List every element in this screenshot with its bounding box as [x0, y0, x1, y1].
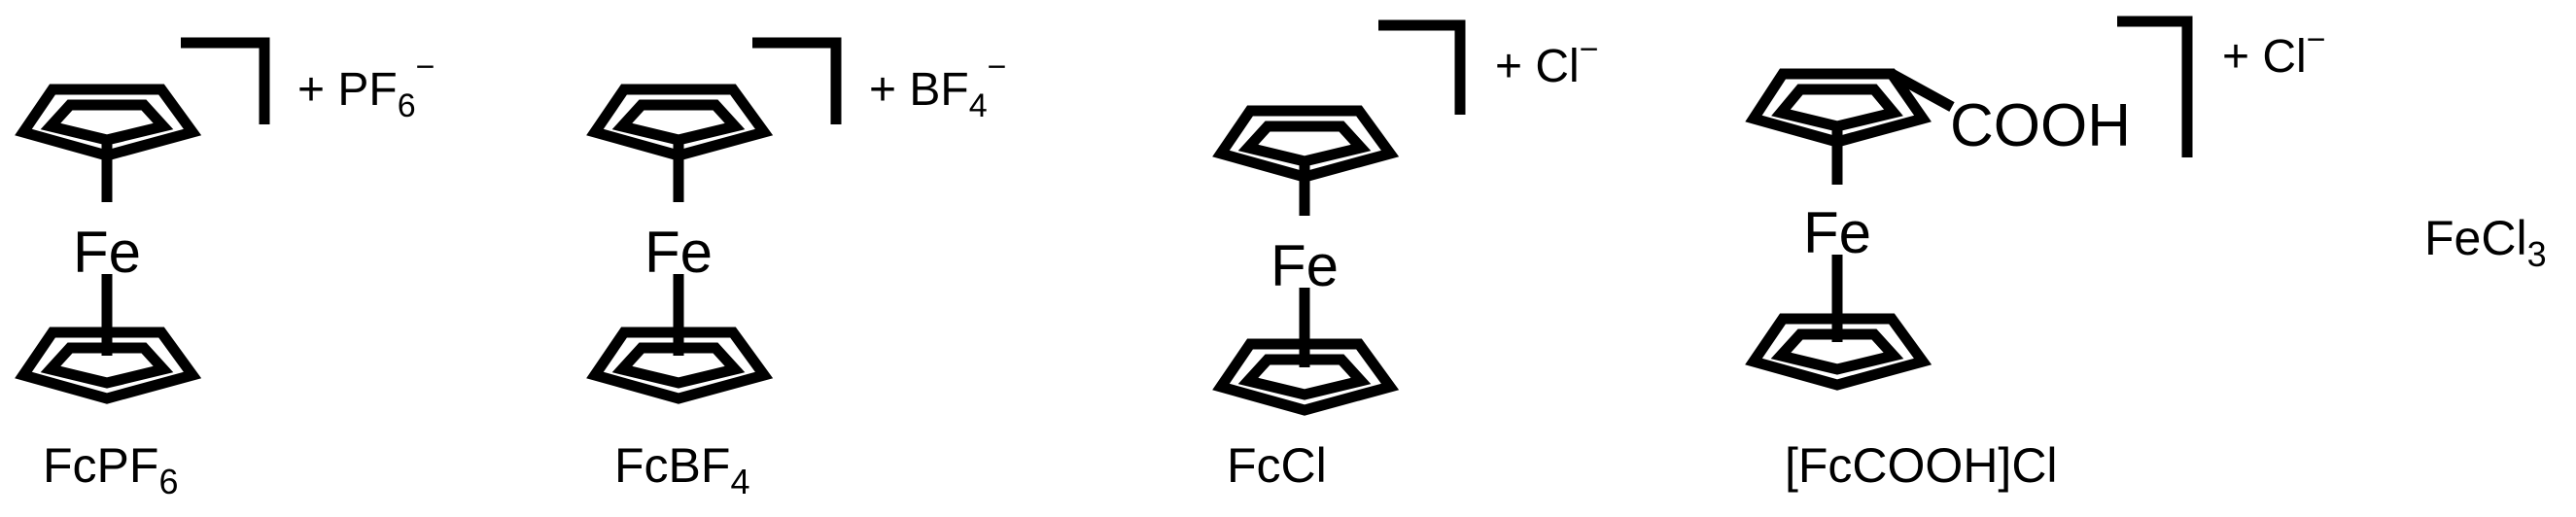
counterion-label: + Cl−	[2222, 21, 2326, 83]
cation-bracket	[1378, 19, 1466, 115]
fecl3-label: FeCl3	[2424, 211, 2547, 274]
substituent-bond	[1889, 69, 1955, 112]
compound-fccooh: COOH Fe + Cl− [FcCOOH]Cl	[1745, 16, 2326, 493]
compound-name-label: FcPF6	[43, 438, 178, 501]
compound-fccl: Fe + Cl− FcCl	[1212, 19, 1599, 493]
compound-name-label: [FcCOOH]Cl	[1785, 438, 2058, 493]
cyclopentadienyl-ring-top	[586, 84, 774, 161]
compound-name-label: FcBF4	[614, 438, 749, 501]
cyclopentadienyl-ring-bottom	[15, 327, 202, 404]
cation-bracket	[181, 37, 270, 124]
cyclopentadienyl-ring-bottom	[1212, 338, 1400, 416]
cyclopentadienyl-ring-top	[15, 84, 202, 161]
cyclopentadienyl-ring-bottom	[586, 327, 774, 404]
compound-fcpf6: Fe + PF6− FcPF6	[15, 37, 435, 501]
cyclopentadienyl-ring-top	[1212, 105, 1400, 183]
cyclopentadienyl-ring-bottom	[1745, 313, 1932, 391]
metal-label: Fe	[1271, 233, 1339, 298]
metal-label: Fe	[73, 220, 141, 285]
compound-name-label: FcCl	[1227, 438, 1327, 493]
counterion-label: + Cl−	[1495, 31, 1599, 92]
metal-label: Fe	[644, 220, 713, 285]
compound-fcbf4: Fe + BF4− FcBF4	[586, 37, 1006, 501]
counterion-label: + PF6−	[297, 49, 435, 124]
cation-bracket	[752, 37, 842, 124]
cyclopentadienyl-ring-top	[1745, 68, 1932, 148]
metal-label: Fe	[1803, 200, 1871, 265]
cation-bracket	[2117, 16, 2193, 157]
counterion-label: + BF4−	[869, 49, 1006, 124]
substituent-label: COOH	[1950, 92, 2131, 159]
